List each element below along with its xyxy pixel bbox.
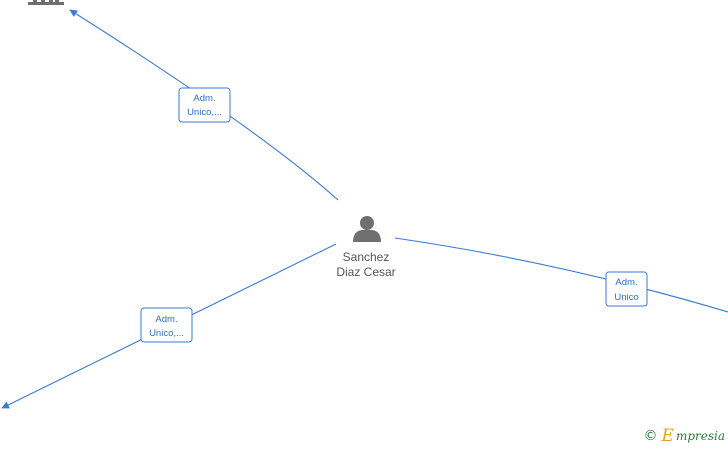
edge-label-top-left-line1: Adm. — [193, 93, 215, 104]
edge-label-right-line1: Adm. — [615, 277, 637, 288]
edge-label-right-line2: Unico — [614, 292, 638, 303]
node-name-line2[interactable]: Diaz Cesar — [336, 265, 395, 279]
edge-label-bottom-left-line1: Adm. — [155, 314, 177, 325]
edge-label-top-left-line2: Unico,... — [187, 107, 222, 118]
brand-logo-initial: E — [661, 426, 674, 446]
copyright-icon: © — [643, 428, 658, 444]
brand-logo-text: mpresia — [675, 429, 725, 443]
edge-right[interactable] — [394, 237, 728, 313]
person-icon[interactable] — [353, 216, 381, 242]
edge-label-bottom-left[interactable]: Adm. Unico,... — [140, 307, 193, 343]
edge-top-left[interactable] — [69, 9, 339, 201]
building-icon[interactable] — [28, 0, 64, 5]
edge-label-bottom-left-line2: Unico,... — [149, 328, 184, 339]
brand-watermark: © E mpresia — [644, 426, 725, 446]
edge-label-right[interactable]: Adm. Unico — [605, 271, 648, 307]
node-name-line1[interactable]: Sanchez — [343, 250, 390, 264]
edge-label-top-left[interactable]: Adm. Unico,... — [178, 87, 231, 123]
